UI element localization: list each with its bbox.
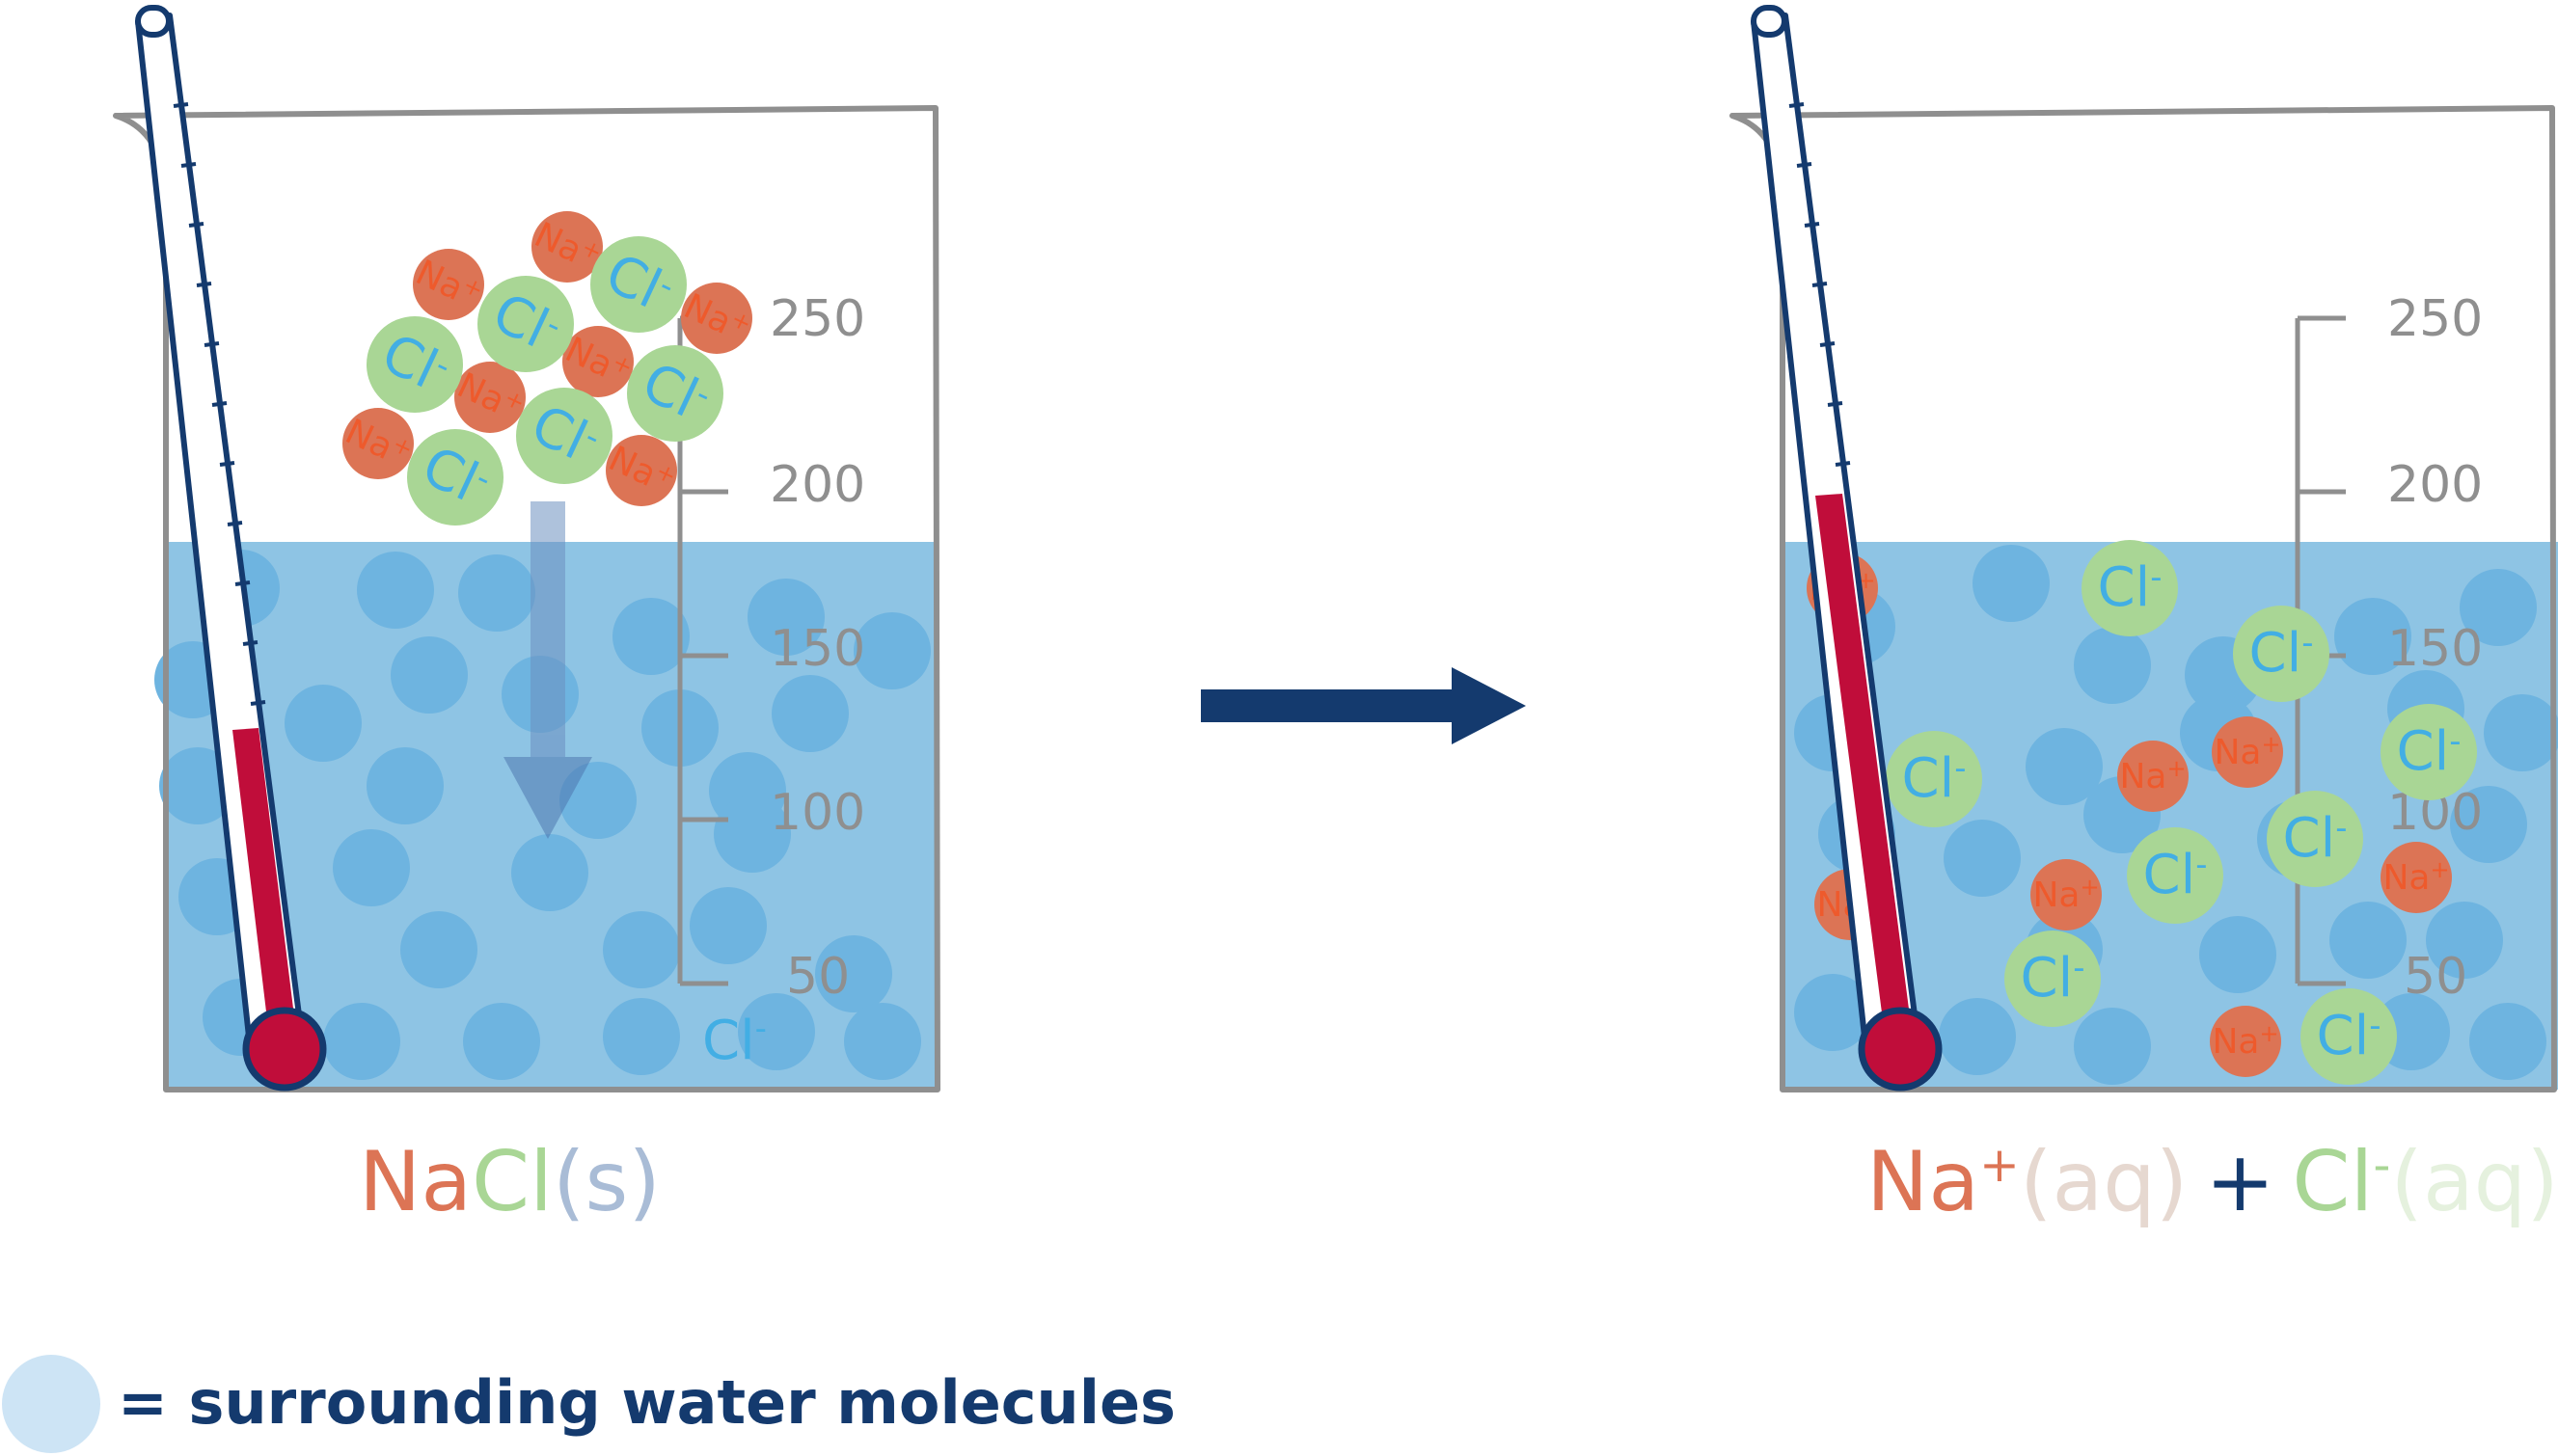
legend-water-bubble — [2, 1355, 100, 1453]
right-thermometer-bulb — [1858, 1007, 1943, 1092]
cl-ion: Cl- — [2082, 540, 2178, 636]
left-beaker: 250 200 150 100 50 Na+ Na+ Na+ Na+ Na+ N… — [113, 5, 940, 1230]
left-scale-label-200: 200 — [770, 456, 865, 514]
legend-text: = surrounding water molecules — [118, 1367, 1176, 1438]
cl-ion: Cl- — [516, 388, 612, 484]
left-scale-label-250: 250 — [770, 290, 865, 348]
left-scale-label-150: 150 — [770, 620, 865, 678]
cl-ion: Cl- — [1886, 731, 1982, 827]
cl-ion: Cl- — [590, 236, 687, 333]
cl-ion: Cl- — [2004, 930, 2101, 1027]
cl-ion: Cl- — [477, 276, 574, 372]
svg-text:Na+: Na+ — [2212, 1020, 2278, 1062]
svg-text:Na+: Na+ — [2214, 731, 2280, 772]
svg-text:Cl-: Cl- — [2143, 844, 2208, 906]
left-scale-label-100: 100 — [770, 784, 865, 842]
svg-text:Cl-: Cl- — [1902, 747, 1967, 810]
na-ion: Na+ — [2030, 859, 2102, 930]
reaction-arrow — [1201, 667, 1526, 744]
right-scale-label-50: 50 — [2404, 948, 2467, 1006]
right-scale-label-250: 250 — [2387, 290, 2483, 348]
left-formula: NaCl(s) — [359, 1134, 661, 1230]
svg-text:Cl-: Cl- — [2021, 947, 2085, 1010]
right-scale-label-200: 200 — [2387, 456, 2483, 514]
right-beaker: 250 200 150 100 50 Na+ Na+ Na+ Na+ Na+ N… — [1729, 5, 2558, 1230]
na-ion: Na+ — [410, 249, 488, 320]
cl-ion: Cl- — [367, 316, 463, 413]
na-ion: Na+ — [603, 435, 681, 506]
na-ion: Na+ — [2210, 1006, 2281, 1077]
svg-text:Cl-: Cl- — [2098, 556, 2163, 619]
svg-text:Na+: Na+ — [2119, 755, 2186, 796]
cl-ion: Cl- — [2127, 827, 2223, 924]
svg-text:Cl-: Cl- — [2249, 622, 2314, 685]
nacl-crystal-cluster: Na+ Na+ Na+ Na+ Na+ Na+ Na+ Cl- Cl- Cl- … — [340, 211, 756, 526]
na-ion: Na+ — [2117, 741, 2189, 812]
right-formula: Na+(aq)+Cl-(aq) — [1866, 1134, 2558, 1230]
left-scale-label-50: 50 — [786, 948, 850, 1006]
cl-ion: Cl- — [2233, 606, 2329, 702]
cl-ion: Cl- — [2267, 791, 2363, 887]
svg-text:Cl-: Cl- — [2317, 1005, 2381, 1067]
left-thermometer-bulb — [242, 1007, 327, 1092]
legend: = surrounding water molecules — [2, 1355, 1176, 1453]
na-ion: Na+ — [2381, 842, 2452, 913]
na-ion: Na+ — [678, 283, 756, 354]
na-ion: Na+ — [340, 408, 418, 479]
cl-ion: Cl- — [2300, 988, 2397, 1085]
svg-text:Cl-: Cl- — [2283, 807, 2348, 870]
right-thermometer — [1751, 5, 1943, 1092]
na-ion: Na+ — [529, 211, 607, 283]
cl-ion: Cl- — [627, 345, 723, 442]
svg-text:Na+: Na+ — [2032, 874, 2099, 915]
svg-text:Na+: Na+ — [2382, 856, 2449, 898]
stray-cl-label: Cl- — [702, 1010, 767, 1072]
na-ion: Na+ — [451, 362, 530, 433]
dissolving-arrow — [503, 501, 592, 839]
svg-text:Cl-: Cl- — [2397, 720, 2462, 783]
cl-ion: Cl- — [407, 429, 503, 526]
cl-ion: Cl- — [2381, 704, 2477, 800]
na-ion: Na+ — [2212, 716, 2283, 788]
left-thermometer — [135, 5, 327, 1092]
right-scale-label-150: 150 — [2387, 620, 2483, 678]
